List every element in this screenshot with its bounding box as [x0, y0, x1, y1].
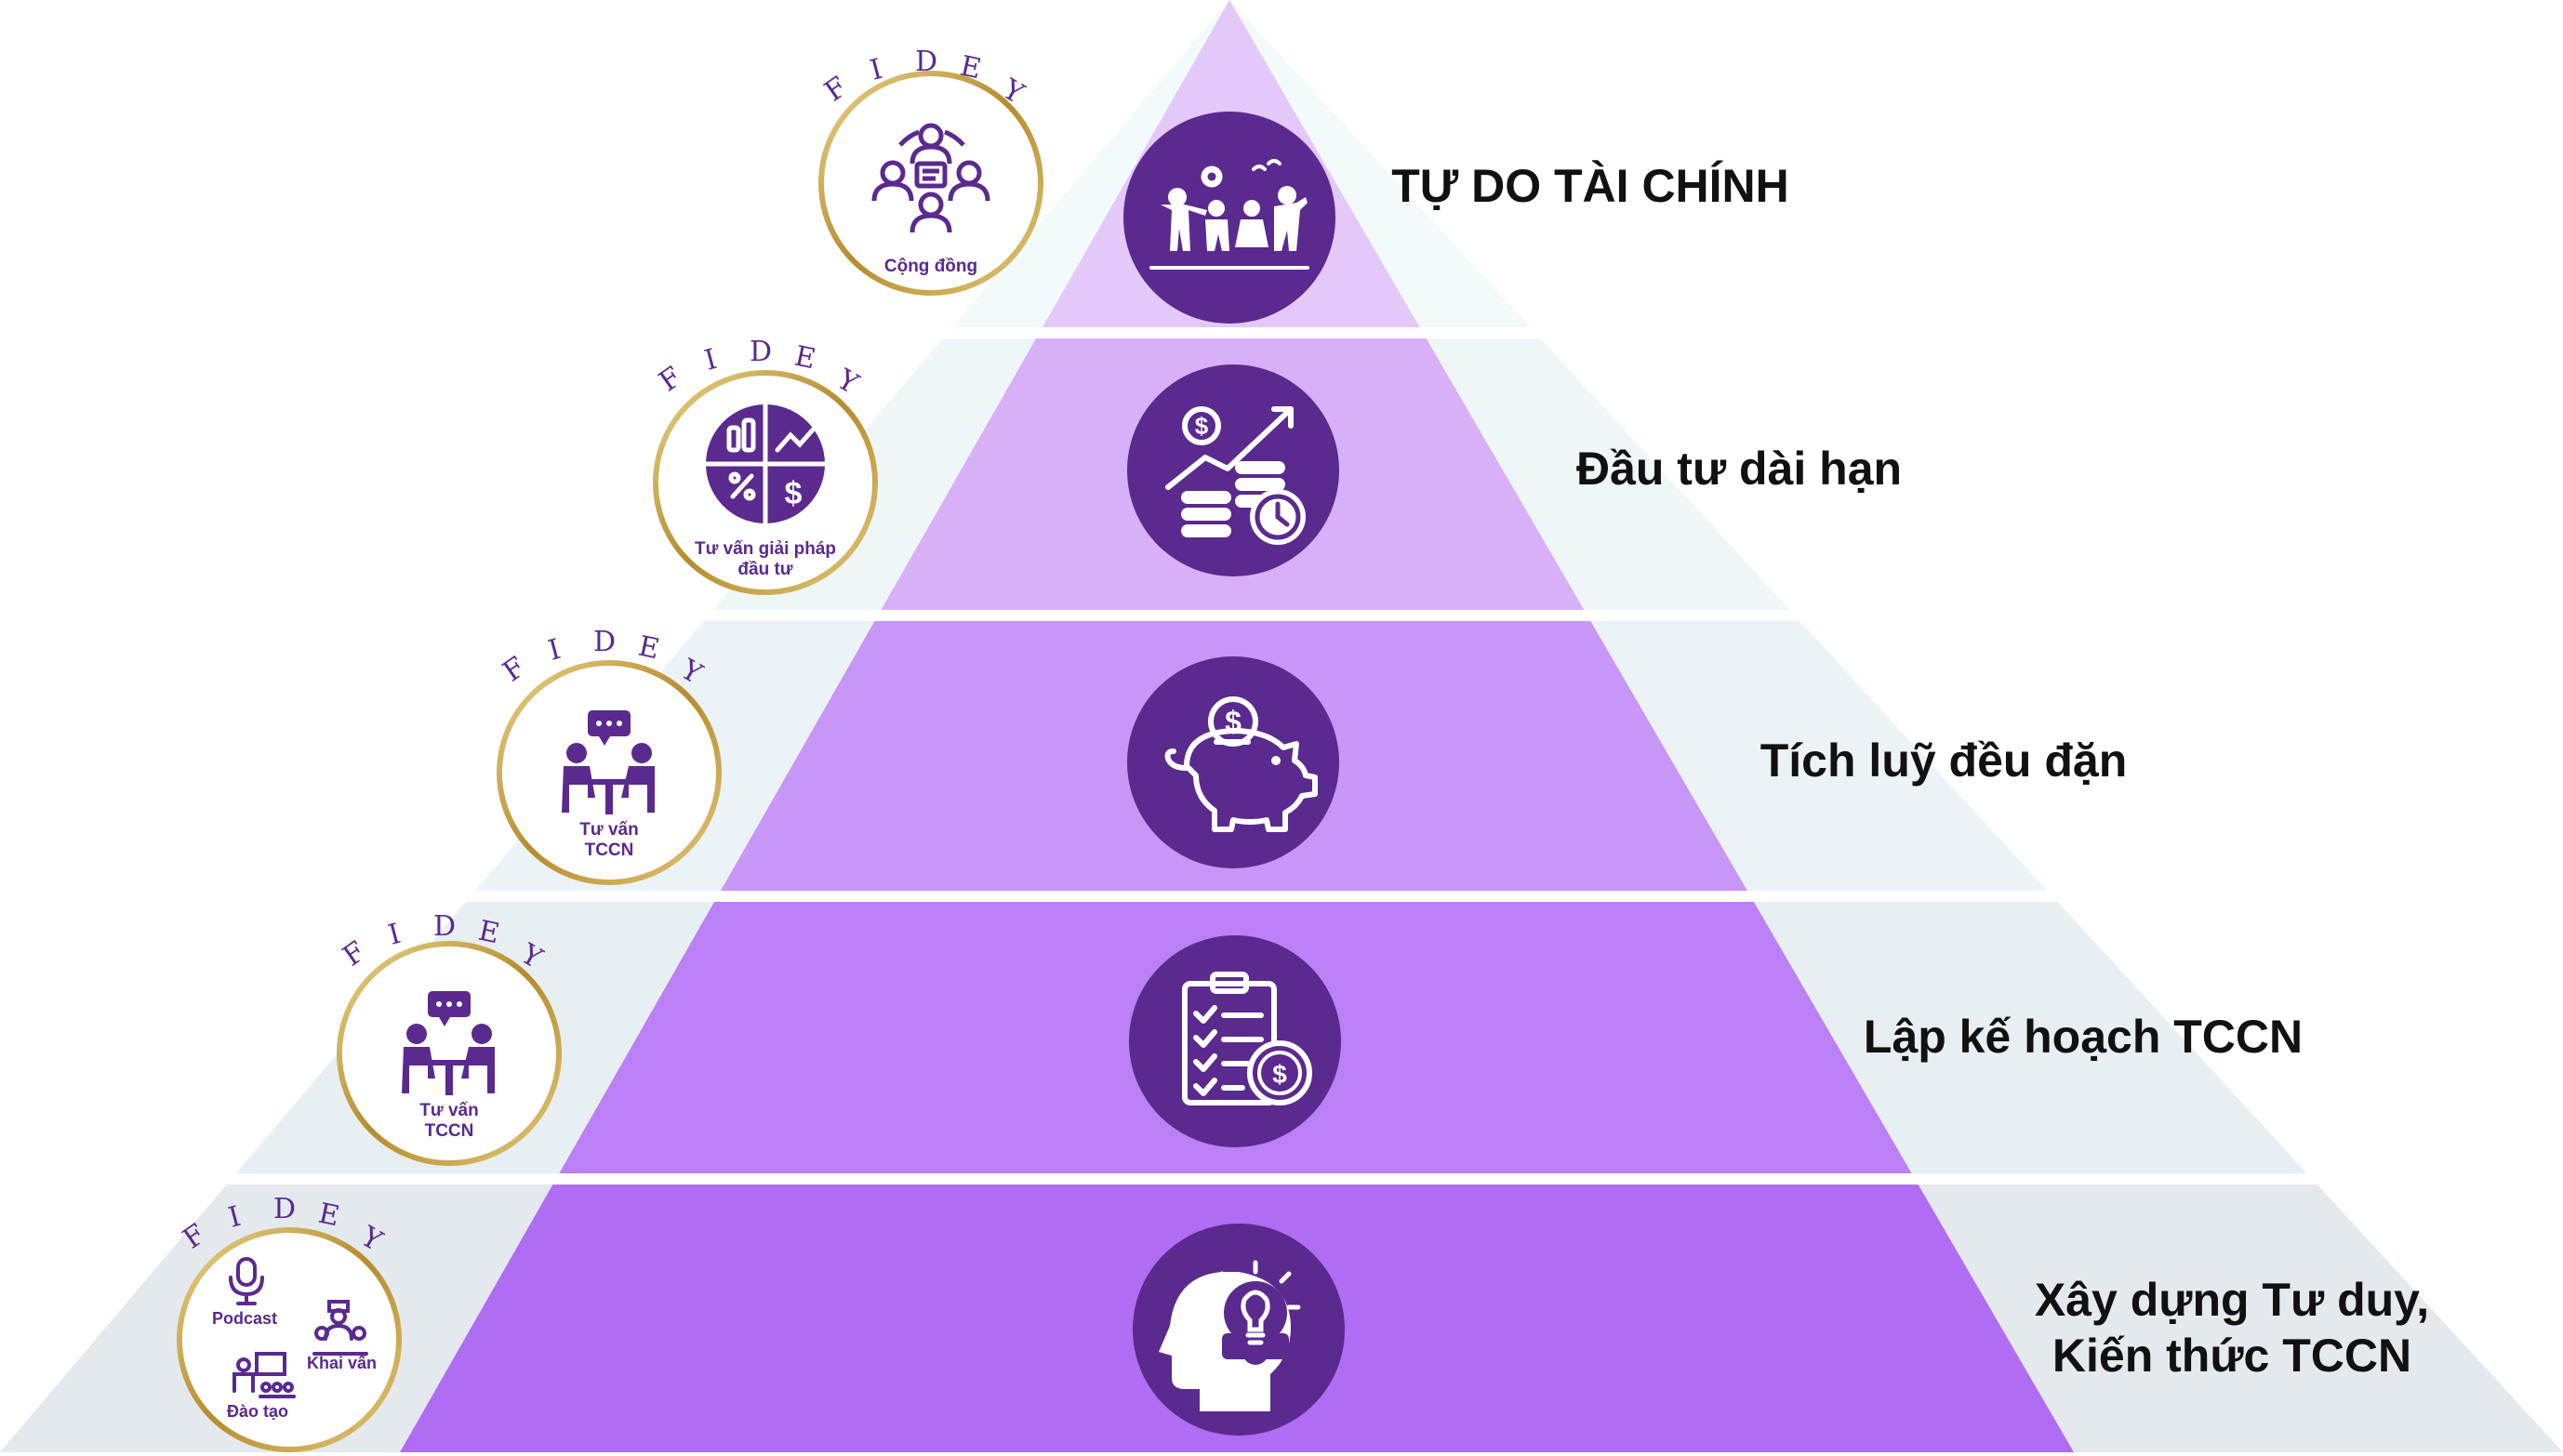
- badge-investment-caption-line2: đầu tư: [737, 560, 793, 579]
- level-label-planning: Lập kế hoạch TCCN: [1863, 1011, 2304, 1063]
- badge-community-caption: Cộng đồng: [883, 257, 978, 276]
- badge-consulting-1-caption-line2: TCCN: [584, 841, 634, 860]
- badge-consulting-1-caption-line1: Tư vấn: [579, 820, 639, 840]
- badge-training-caption: Đào tạo: [227, 1402, 289, 1421]
- badge-consulting-2-caption-line2: TCCN: [424, 1121, 474, 1141]
- badge-consulting-2: Tư vấn TCCN: [333, 937, 565, 1170]
- badge-investment-caption-line1: Tư vấn giải pháp: [694, 539, 837, 559]
- badge-investment: $ Tư vấn giải pháp đầu tư: [649, 366, 882, 599]
- badge-community: Cộng đồng: [815, 67, 1047, 299]
- svg-text:$: $: [1195, 412, 1209, 440]
- svg-text:$: $: [785, 476, 803, 511]
- badge-coaching-caption: Khai vấn: [307, 1354, 378, 1372]
- coins-growth-icon: $: [1127, 364, 1339, 576]
- svg-text:$: $: [1225, 705, 1242, 738]
- badge-education: Podcast Khai vấn Đào tạo: [173, 1224, 405, 1456]
- level-label-financial-freedom: TỰ DO TÀI CHÍNH: [1391, 160, 1789, 212]
- family-freedom-icon: [1123, 112, 1335, 324]
- piggy-bank-icon: $: [1127, 656, 1339, 868]
- level-label-mindset: Xây dựng Tư duy, Kiến thức TCCN: [1990, 1272, 2474, 1383]
- badge-consulting-2-caption-line1: Tư vấn: [419, 1101, 479, 1120]
- badge-consulting-1: Tư vấn TCCN: [493, 656, 725, 889]
- clipboard-plan-icon: $: [1129, 935, 1341, 1147]
- svg-text:$: $: [1272, 1060, 1287, 1089]
- level-label-regular-saving: Tích luỹ đều đặn: [1760, 735, 2128, 787]
- level-label-mindset-line2: Kiến thức TCCN: [2052, 1330, 2412, 1382]
- level-label-long-term-investment: Đầu tư dài hạn: [1575, 443, 1903, 495]
- level-label-mindset-line1: Xây dựng Tư duy,: [2034, 1274, 2430, 1326]
- mind-gear-icon: [1133, 1224, 1345, 1436]
- badge-podcast-caption: Podcast: [212, 1309, 278, 1328]
